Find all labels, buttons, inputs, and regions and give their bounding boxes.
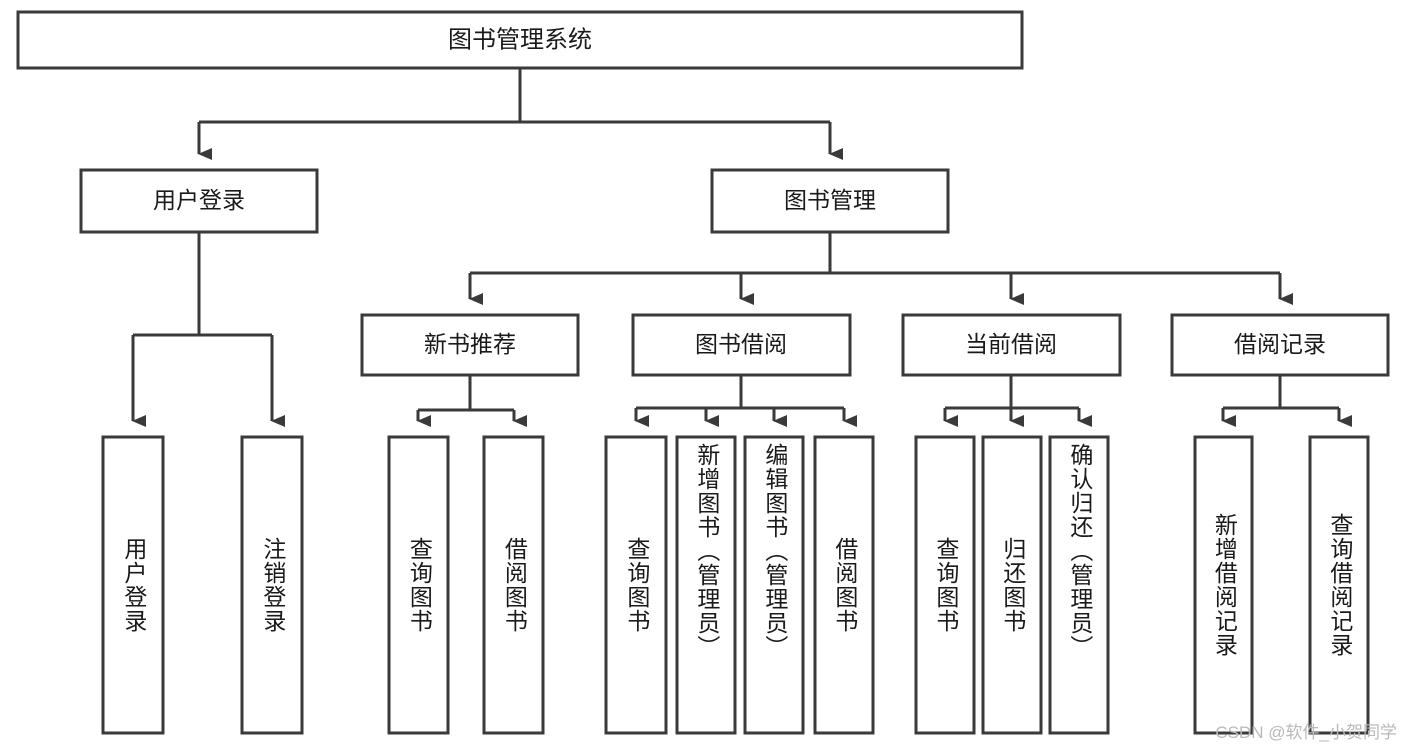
node-borrow-records[interactable]: 借阅记录 (1170, 313, 1390, 377)
connector-new-book-to-leaves (416, 375, 527, 427)
node-user-login[interactable]: 用户登录 (79, 168, 319, 234)
leaf-box-borrow-book-new[interactable] (482, 435, 545, 735)
node-current-borrow-label: 当前借阅 (965, 331, 1057, 357)
leaf-box-confirm-return-admin[interactable] (1048, 435, 1110, 735)
node-new-book-recommend[interactable]: 新书推荐 (360, 313, 580, 377)
node-new-book-recommend-label: 新书推荐 (424, 331, 516, 357)
leaf-box-query-book-borrow[interactable] (604, 435, 668, 735)
node-user-login-label: 用户登录 (153, 187, 245, 213)
node-book-borrow[interactable]: 图书借阅 (631, 313, 852, 377)
leaf-box-return-book[interactable] (981, 435, 1043, 735)
leaf-box-query-book-new[interactable] (387, 435, 450, 735)
connector-root-to-level2 (197, 68, 843, 160)
leaf-box-add-book-admin[interactable] (675, 435, 737, 735)
node-borrow-records-label: 借阅记录 (1234, 331, 1326, 357)
watermark: CSDN @软件_小贺同学 (1215, 723, 1397, 742)
node-root-label: 图书管理系统 (448, 26, 592, 53)
leaf-box-query-book-current[interactable] (914, 435, 976, 735)
node-book-management-label: 图书管理 (784, 187, 876, 213)
connector-records-to-leaves (1221, 375, 1352, 427)
node-book-management[interactable]: 图书管理 (710, 168, 950, 234)
leaf-boxes (101, 435, 1370, 735)
leaf-box-query-record[interactable] (1308, 435, 1370, 735)
leaf-box-user-login[interactable] (101, 435, 165, 735)
connector-current-borrow-to-leaves (943, 375, 1092, 427)
leaf-box-edit-book-admin[interactable] (743, 435, 805, 735)
connector-user-login-to-leaves (131, 232, 285, 427)
node-root[interactable]: 图书管理系统 (16, 10, 1024, 70)
connector-book-mgmt-to-level3 (468, 232, 1293, 305)
leaf-box-borrow-book[interactable] (813, 435, 875, 735)
leaf-box-add-record[interactable] (1193, 435, 1254, 735)
node-book-borrow-label: 图书借阅 (695, 331, 787, 357)
node-current-borrow[interactable]: 当前借阅 (901, 313, 1122, 377)
connector-borrow-to-leaves (634, 375, 857, 427)
leaf-box-logout[interactable] (240, 435, 304, 735)
